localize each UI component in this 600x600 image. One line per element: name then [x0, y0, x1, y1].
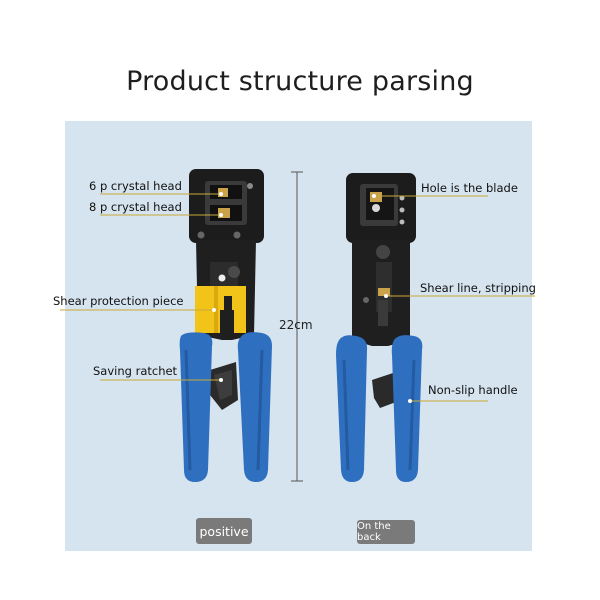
front-view-tag: positive: [196, 518, 252, 544]
leader-dots: [212, 192, 412, 403]
callout-shear-protection-piece: Shear protection piece: [53, 294, 184, 308]
back-left-handle: [336, 335, 368, 482]
callout-non-slip-handle: Non-slip handle: [428, 383, 518, 397]
shear-protection-piece: [195, 286, 246, 333]
page-title: Product structure parsing: [126, 66, 474, 97]
leader-lines: [60, 193, 535, 402]
back-crimp-tool: [336, 173, 423, 482]
front-crimp-tool: [179, 169, 272, 482]
blade-hole: [372, 204, 380, 212]
back-view-tag: On the back: [357, 520, 415, 544]
dimension-label: 22cm: [279, 318, 313, 332]
product-panel: [65, 121, 532, 551]
front-left-handle: [179, 332, 213, 482]
callout-shear-line-stripping: Shear line, stripping: [420, 281, 536, 295]
callout-hole-is-the-blade: Hole is the blade: [421, 181, 518, 195]
back-right-handle: [391, 335, 423, 482]
callout-saving-ratchet: Saving ratchet: [93, 364, 178, 378]
dimension-line: [291, 171, 303, 482]
callout-8p-crystal-head: 8 p crystal head: [89, 200, 182, 214]
shear-line-stripping: [378, 288, 390, 296]
front-right-handle: [237, 332, 272, 482]
callout-6p-crystal-head: 6 p crystal head: [89, 179, 182, 193]
